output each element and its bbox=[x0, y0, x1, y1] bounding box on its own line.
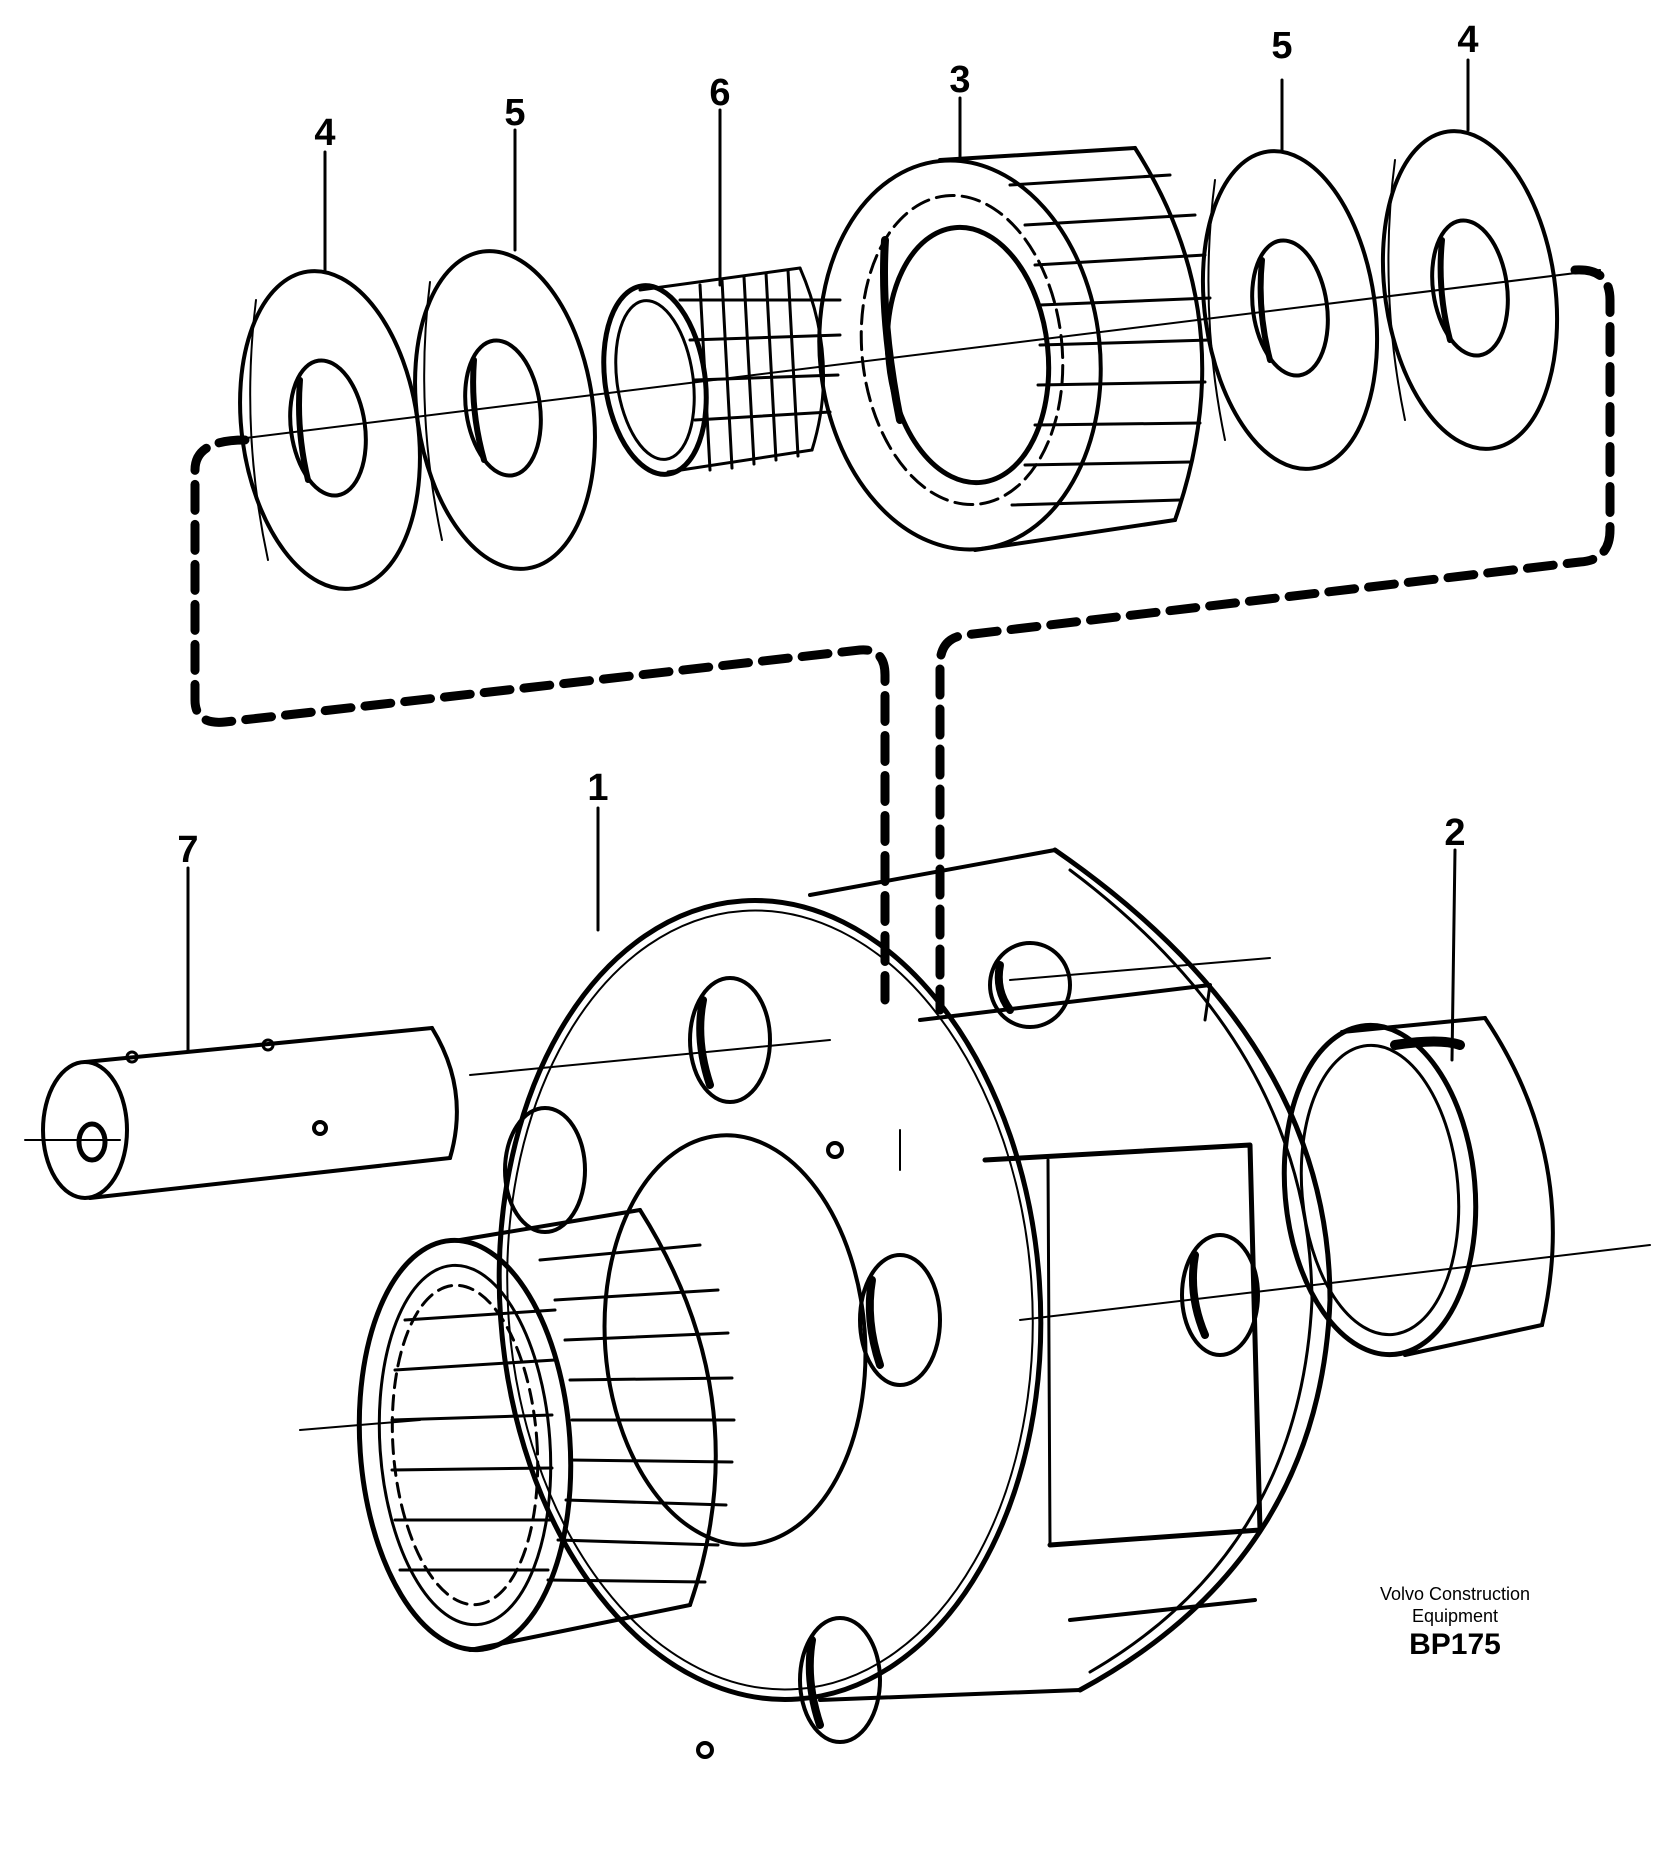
callout-5-left: 5 bbox=[504, 92, 525, 134]
lower-centerlines bbox=[24, 957, 1651, 1431]
thrust-washer-right-2 bbox=[1200, 149, 1380, 471]
bushing-ring bbox=[1281, 1016, 1555, 1358]
callout-7: 7 bbox=[177, 829, 198, 871]
diagram-code: BP175 bbox=[1409, 1628, 1501, 1661]
planet-gear bbox=[817, 146, 1212, 552]
callout-5-right: 5 bbox=[1271, 25, 1292, 67]
spline-hub bbox=[356, 1133, 868, 1653]
thrust-washer-right bbox=[1380, 129, 1560, 451]
callout-4-left: 4 bbox=[314, 112, 335, 154]
assembly-guide-lines bbox=[190, 265, 1615, 1015]
callout-3: 3 bbox=[949, 59, 970, 101]
leader-lines bbox=[186, 58, 1470, 1062]
credit-line-1: Volvo Construction bbox=[1379, 1584, 1531, 1604]
planet-carrier bbox=[496, 847, 1333, 1759]
thrust-washer-left bbox=[238, 269, 422, 591]
thrust-washer-left-2 bbox=[413, 249, 597, 571]
needle-bearing bbox=[601, 266, 842, 477]
publisher-credit: Volvo Construction Equipment BP175 bbox=[1355, 1583, 1555, 1663]
credit-line-2: Equipment bbox=[1411, 1606, 1499, 1626]
upper-centerline bbox=[229, 269, 1601, 441]
planet-shaft bbox=[41, 1026, 459, 1200]
callout-6: 6 bbox=[709, 72, 730, 114]
callout-1: 1 bbox=[587, 767, 608, 809]
callout-2: 2 bbox=[1444, 812, 1465, 854]
callout-4-right: 4 bbox=[1457, 19, 1478, 61]
